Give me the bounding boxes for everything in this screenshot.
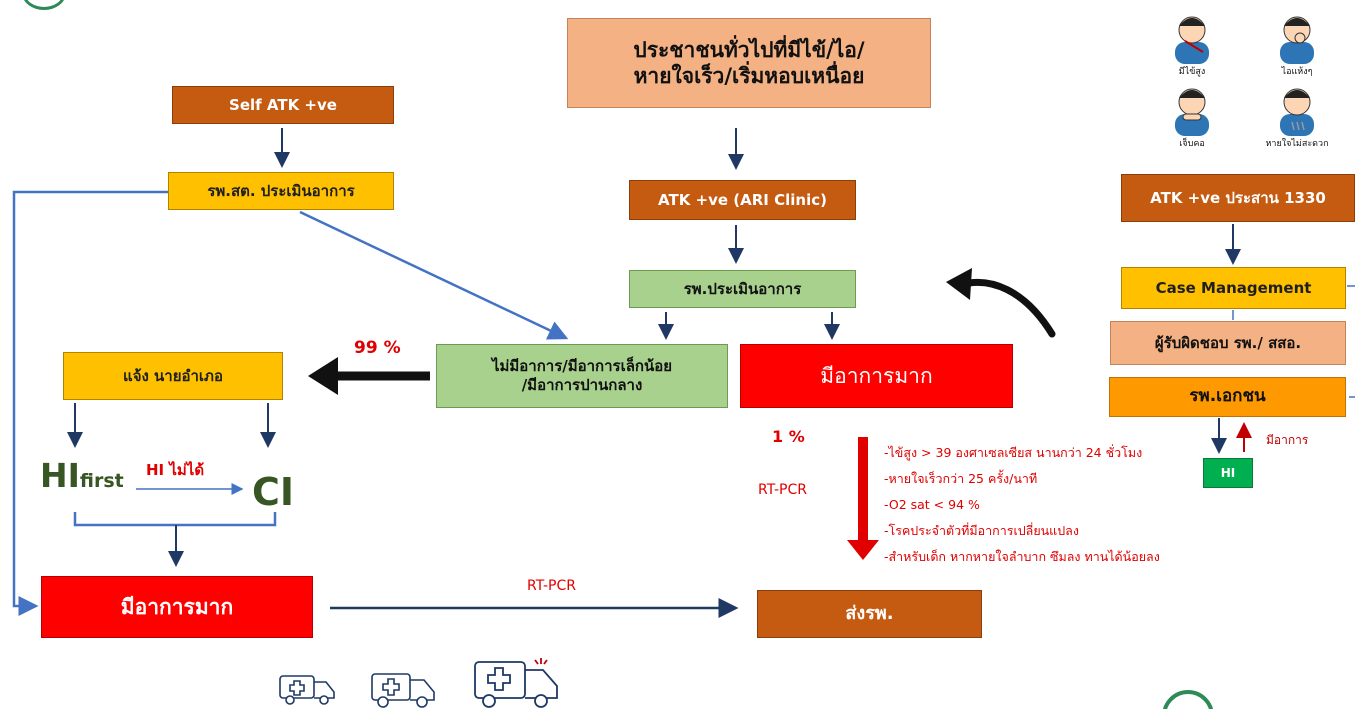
- breathless-person-icon: [1280, 88, 1314, 136]
- hi-fail-label: HI ไม่ได้: [146, 461, 205, 479]
- person-cough: ไอแห้งๆ: [1262, 8, 1332, 78]
- mild-symptom-box: ไม่มีอาการ/มีอาการเล็กน้อย /มีอาการปานกล…: [436, 344, 728, 408]
- person-label: มีไข้สูง: [1178, 67, 1206, 77]
- self-atk-box: Self ATK +ve: [172, 86, 394, 124]
- hi-small-box: HI: [1203, 458, 1253, 488]
- pct-99-label: 99 %: [354, 338, 401, 358]
- curved-arrow-head: [946, 268, 972, 300]
- red-arrow-shaft: [858, 437, 868, 542]
- severe-bottom-box: มีอาการมาก: [41, 576, 313, 638]
- line-rpsst-to-severe: [12, 190, 168, 616]
- sore-throat-person-icon: [1175, 88, 1209, 136]
- hospital-assess-box: รพ.ประเมินอาการ: [629, 270, 856, 308]
- rtpcr-bottom-label: RT-PCR: [527, 578, 576, 594]
- hi-sub-text: first: [79, 470, 124, 492]
- hi-main-text: HI: [40, 456, 80, 495]
- curved-arrow-back: [956, 278, 1056, 338]
- case-management-box: Case Management: [1121, 267, 1346, 309]
- criteria-item: -สำหรับเด็ก หากหายใจลำบาก ซึมลง ทานได้น้…: [884, 549, 1160, 564]
- has-symptom-label: มีอาการ: [1266, 433, 1309, 447]
- ci-label: CI: [252, 470, 295, 514]
- person-label: หายใจไม่สะดวก: [1265, 139, 1329, 149]
- hi-first-label: HIfirst: [40, 456, 124, 495]
- atk-ari-clinic-box: ATK +ve (ARI Clinic): [629, 180, 856, 220]
- cough-person-icon: [1280, 16, 1314, 64]
- line-rpsst-to-mild: [299, 210, 569, 340]
- arrow-99-head: [308, 357, 338, 395]
- notify-district-box: แจ้ง นายอำเภอ: [63, 352, 283, 400]
- fever-person-icon: [1175, 16, 1209, 64]
- criteria-item: -หายใจเร็วกว่า 25 ครั้ง/นาที: [884, 471, 1038, 486]
- rpsst-assess-box: รพ.สต. ประเมินอาการ: [168, 172, 394, 210]
- bracket-hi-ci: [73, 512, 277, 527]
- send-hospital-box: ส่งรพ.: [757, 590, 982, 638]
- person-label: ไอแห้งๆ: [1281, 67, 1313, 77]
- responsible-box: ผู้รับผิดชอบ รพ./ สสอ.: [1110, 321, 1346, 365]
- criteria-item: -O2 sat < 94 %: [884, 497, 980, 512]
- criteria-item: -โรคประจำตัวที่มีอาการเปลี่ยนแปลง: [884, 523, 1079, 538]
- public-symptom-box: ประชาชนทั่วไปที่มีไข้/ไอ/ หายใจเร็ว/เริ่…: [567, 18, 931, 108]
- red-arrow-head: [847, 540, 879, 560]
- private-hospital-box: รพ.เอกชน: [1109, 377, 1346, 417]
- person-sore-throat: เจ็บคอ: [1157, 80, 1227, 150]
- person-breathless: หายใจไม่สะดวก: [1262, 80, 1332, 150]
- criteria-item: -ไข้สูง > 39 องศาเซลเซียส นานกว่า 24 ชั่…: [884, 445, 1143, 460]
- severe-center-box: มีอาการมาก: [740, 344, 1013, 408]
- person-label: เจ็บคอ: [1179, 139, 1205, 149]
- person-fever: มีไข้สูง: [1157, 8, 1227, 78]
- rtpcr-mid-label: RT-PCR: [758, 482, 807, 498]
- atk-1330-box: ATK +ve ประสาน 1330: [1121, 174, 1355, 222]
- pct-1-label: 1 %: [772, 427, 805, 446]
- severe-criteria-list: -ไข้สูง > 39 องศาเซลเซียส นานกว่า 24 ชั่…: [884, 440, 1160, 570]
